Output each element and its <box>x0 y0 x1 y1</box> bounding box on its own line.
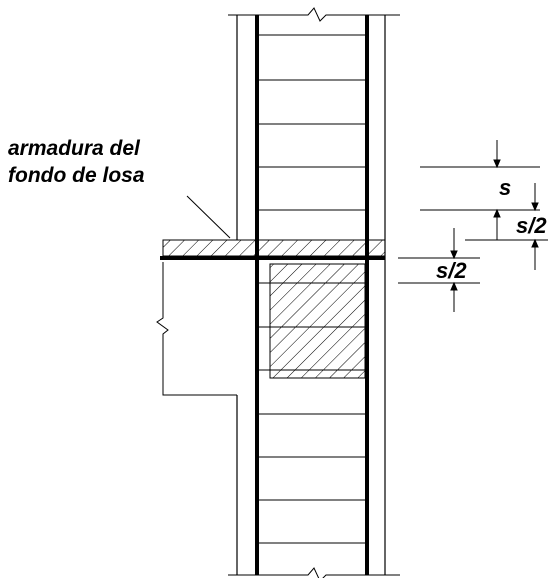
dimension-s <box>420 140 540 240</box>
slab-left-edge <box>156 262 237 396</box>
dimension-s-half-left <box>398 228 480 312</box>
label-leader-line <box>186 195 231 239</box>
longitudinal-bars <box>255 15 369 575</box>
joint-hatched-block <box>269 263 366 379</box>
label-dimension-s-half-left: s/2 <box>436 258 467 283</box>
column-outline <box>228 7 400 578</box>
slab-section <box>162 239 386 257</box>
label-reinforcement-line2: fondo de losa <box>8 164 145 187</box>
dimension-s-half-right <box>465 183 548 270</box>
label-dimension-s-half-right: s/2 <box>516 213 547 238</box>
label-reinforcement-line1: armadura del <box>8 137 141 160</box>
label-dimension-s: s <box>499 175 511 200</box>
